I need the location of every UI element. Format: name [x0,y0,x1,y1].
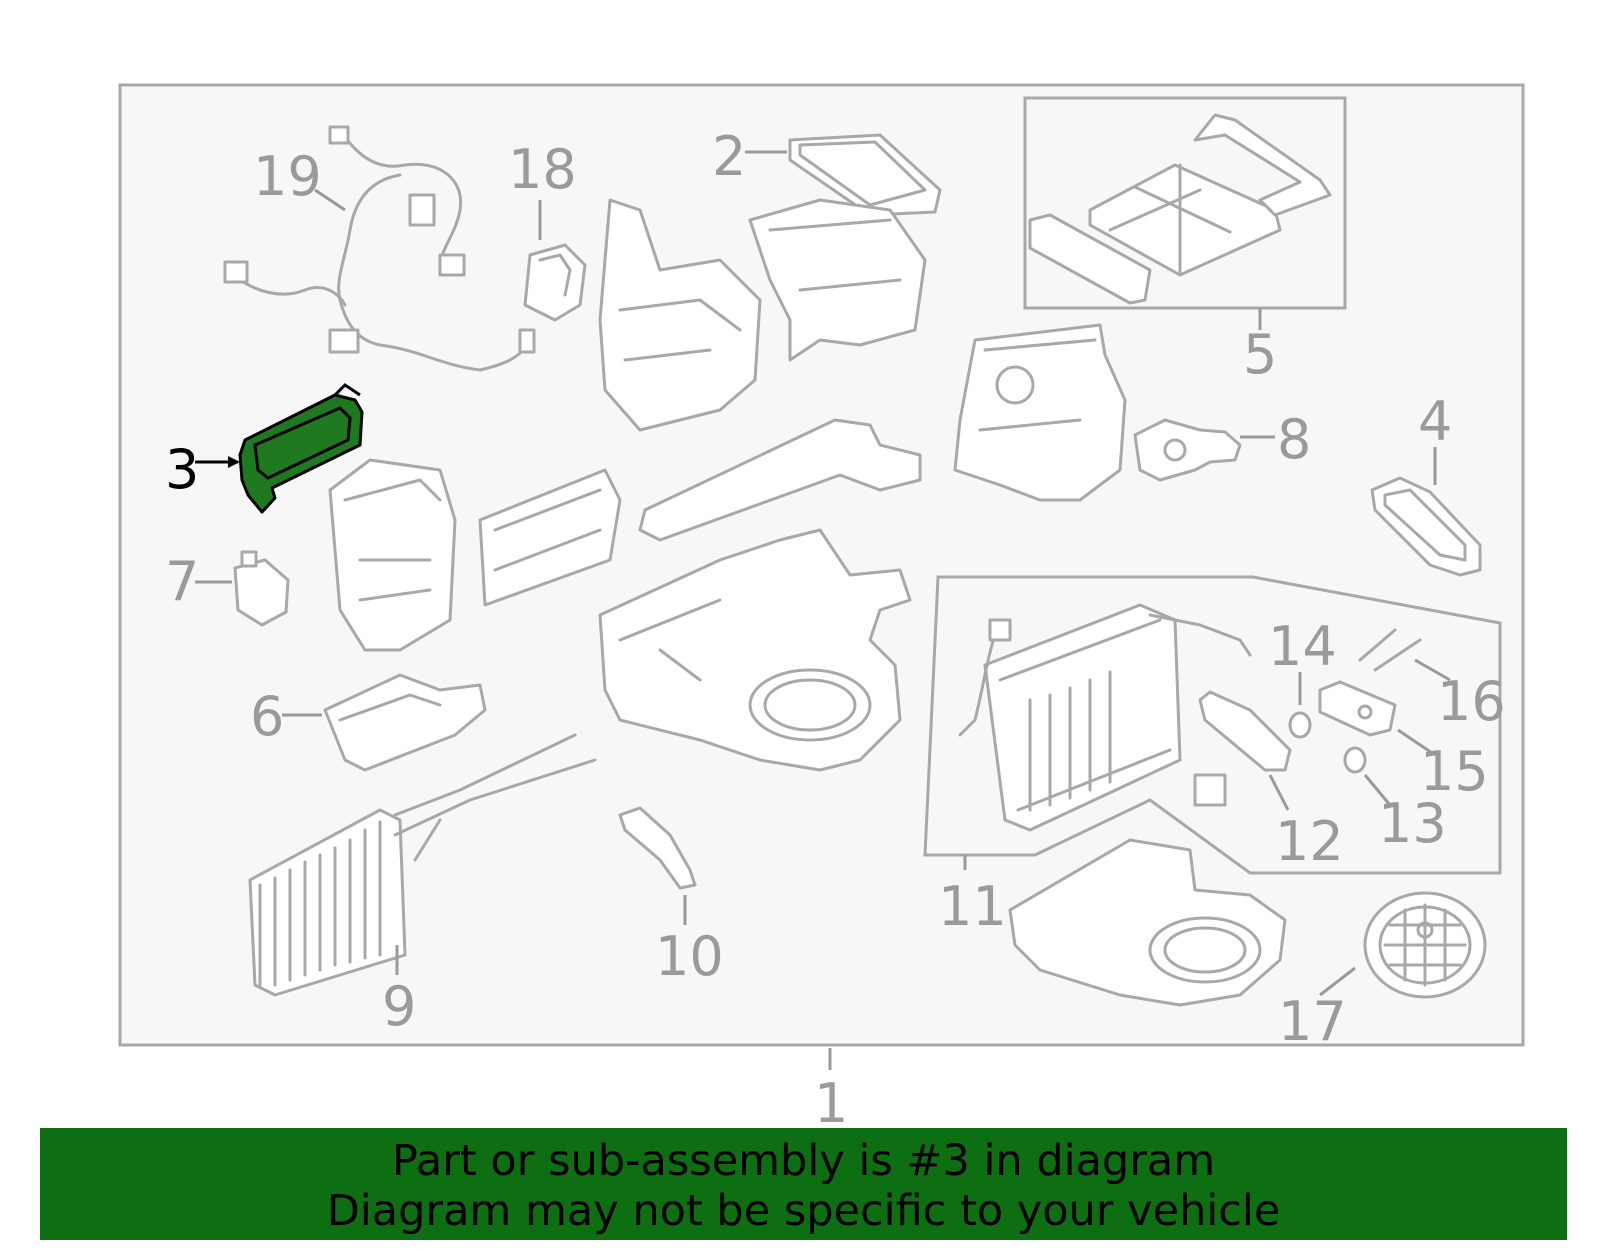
part-4-seal[interactable] [1370,476,1482,577]
part-housing-lower [598,528,912,772]
callout-18: 18 [508,138,577,201]
part-housing-right [953,323,1127,502]
callout-3: 3 [165,438,199,501]
callout-19: 19 [253,145,322,208]
callout-13: 13 [1378,792,1447,855]
leader-17 [1319,966,1356,997]
part-17-blower-motor[interactable] [1363,891,1487,999]
callout-8: 8 [1277,408,1311,471]
leader-16 [1414,658,1451,682]
part-19-wiring-harness[interactable] [223,125,536,372]
part-5-filter-kit[interactable] [1028,113,1332,305]
callout-6: 6 [250,685,284,748]
part-3-duct-highlighted[interactable] [238,383,364,514]
info-banner: Part or sub-assembly is #3 in diagram Di… [40,1128,1567,1240]
part-13-o-ring[interactable] [1343,746,1367,774]
callout-2: 2 [712,125,746,188]
callout-4: 4 [1418,390,1452,453]
leader-15 [1397,728,1436,757]
part-9-heater-core[interactable] [248,733,597,997]
part-7-actuator[interactable] [233,550,290,627]
part-6-bracket[interactable] [323,673,487,772]
leader-12 [1268,774,1290,811]
part-housing-upper [598,198,927,432]
callout-14: 14 [1268,615,1337,678]
part-18-actuator[interactable] [523,243,587,322]
callout-9: 9 [382,975,416,1038]
leader-13 [1363,774,1392,806]
part-10-bracket[interactable] [618,806,697,890]
part-14-o-ring[interactable] [1288,711,1312,739]
callout-17: 17 [1278,990,1347,1053]
banner-line-2: Diagram may not be specific to your vehi… [326,1186,1281,1236]
callout-1: 1 [814,1072,848,1135]
part-15-expansion-valve[interactable] [1318,680,1397,737]
subassembly-box-11 [923,575,1502,875]
part-11-evaporator[interactable] [958,603,1252,832]
banner-line-1: Part or sub-assembly is #3 in diagram [391,1136,1216,1186]
part-2-seal[interactable] [788,133,942,217]
part-duct-center [478,418,922,607]
part-housing-lower-right [1008,838,1287,1007]
callout-15: 15 [1420,740,1489,803]
callout-11: 11 [938,875,1007,938]
part-8-actuator[interactable] [1133,418,1242,482]
leader-3-arrowhead [228,456,240,468]
callout-16: 16 [1437,670,1506,733]
part-housing-left [328,458,457,652]
callout-12: 12 [1275,810,1344,873]
part-12-valve[interactable] [1193,690,1292,807]
callout-5: 5 [1243,323,1277,386]
part-16-bolts[interactable] [1358,628,1422,672]
callout-7: 7 [165,550,199,613]
leader-19 [314,188,346,212]
callout-10: 10 [655,925,724,988]
